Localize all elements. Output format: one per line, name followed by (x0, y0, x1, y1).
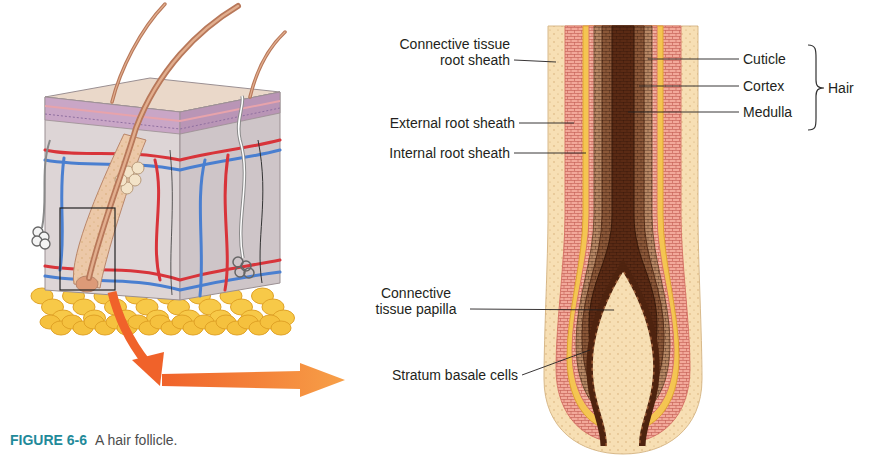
leader-line (519, 123, 574, 124)
figure-caption: A hair follicle. (95, 432, 177, 448)
sweat-duct (42, 140, 50, 228)
fat-cell (271, 321, 291, 335)
sweat-duct (239, 96, 245, 258)
connective-tissue-papilla (593, 272, 653, 452)
zoom-box (60, 208, 115, 290)
sweat-duct (239, 96, 245, 258)
connective-tissue-sheath (544, 26, 702, 454)
leader-line (470, 309, 614, 310)
hair-bracket (808, 45, 824, 130)
epidermis-line (45, 108, 280, 129)
part-label: Cuticle (743, 51, 786, 67)
epidermis-line (45, 101, 280, 121)
sweat-gland-coil (40, 239, 50, 249)
part-label: Medulla (743, 104, 792, 120)
part-label: External root sheath (390, 115, 515, 131)
leader-line (628, 112, 739, 113)
group-label: Hair (828, 80, 854, 96)
sebaceous-gland (132, 162, 144, 174)
nerve (258, 140, 263, 283)
leader-line (514, 153, 586, 154)
hair-shaft (250, 32, 285, 97)
sweat-gland-coil (244, 268, 254, 278)
part-label: Cortex (743, 78, 784, 94)
leader-line (639, 86, 739, 87)
blood-vessel (225, 155, 228, 290)
part-label: Internal root sheath (389, 145, 510, 161)
figure-number: FIGURE 6-6 (10, 432, 87, 448)
hair-shaft (250, 32, 285, 97)
hair-shaft (112, 4, 165, 102)
leader-line (514, 60, 556, 62)
blood-vessel (200, 160, 205, 296)
leader-line (522, 350, 590, 375)
blood-vessel (155, 160, 160, 280)
connective-tissue-sheath (544, 26, 702, 454)
part-label: Connective tissue papilla (366, 285, 466, 317)
hair-shaft (89, 6, 238, 278)
zoom-arrow (112, 292, 146, 362)
zoom-arrow (162, 363, 345, 397)
part-label: Stratum basale cells (392, 367, 518, 383)
epidermis-band (180, 92, 280, 134)
nerve (170, 150, 172, 295)
skin-block (31, 4, 295, 335)
hair-shaft (89, 6, 238, 278)
part-label: Connective tissue root sheath (380, 36, 510, 68)
hair-shaft (112, 4, 165, 102)
leader-line (648, 59, 739, 60)
connective-tissue-papilla (593, 272, 653, 452)
follicle-section (544, 26, 702, 454)
zoom-arrow-head (132, 352, 164, 386)
